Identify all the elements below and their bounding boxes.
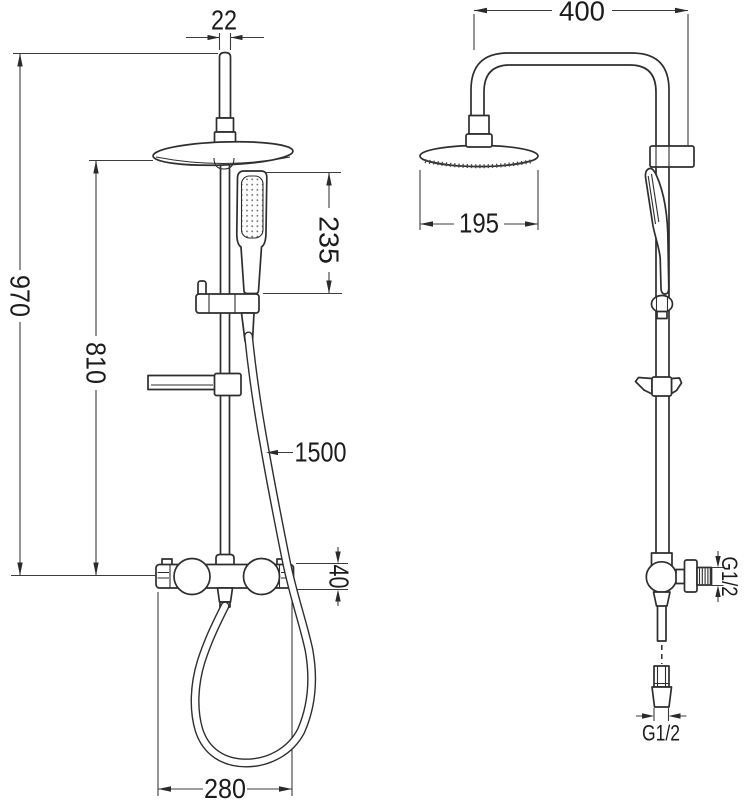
dim-bottom-thread: G1/2 [636, 708, 687, 746]
riser-rod [213, 51, 237, 144]
dim-valve-width-label: 280 [204, 773, 246, 800]
thermostatic-mixer [155, 553, 295, 608]
dim-hose-length-label: 1500 [295, 437, 347, 468]
shower-hose [190, 331, 317, 768]
side-view: 400 195 [419, 0, 742, 746]
mixer-right-knob [242, 557, 281, 596]
soap-dish-side [634, 376, 683, 397]
soap-dish [147, 372, 242, 397]
dim-handset-length: 235 [263, 171, 345, 295]
dim-column-height-label: 810 [81, 342, 112, 384]
dim-overall-height-label: 970 [5, 275, 36, 317]
dim-arm-reach: 400 [473, 0, 689, 145]
dim-valve-width: 280 [157, 592, 293, 800]
hand-shower-spray-face [240, 175, 264, 239]
dim-hose-length: 1500 [266, 437, 347, 468]
front-view: 22 970 810 235 40 [5, 5, 355, 800]
dim-side-thread: G1/2 [711, 551, 742, 602]
bottom-tee-connector [645, 552, 713, 642]
dim-head-diameter-label: 195 [459, 208, 499, 239]
dim-head-diameter: 195 [419, 170, 539, 239]
dim-rod-width: 22 [186, 5, 264, 50]
dim-side-thread-label: G1/2 [717, 557, 742, 597]
rain-shower-head [152, 140, 294, 170]
mixer-left-knob [173, 557, 211, 596]
slider-ring [650, 294, 674, 320]
dim-handset-length-label: 235 [314, 216, 345, 264]
dim-valve-height-label: 40 [324, 565, 355, 589]
dim-valve-height: 40 [296, 547, 355, 606]
hand-shower [235, 170, 268, 295]
nozzle-ticks [424, 159, 534, 169]
dim-overall-height: 970 [5, 52, 218, 577]
shower-rail [219, 163, 231, 555]
hose-tail-fitting [651, 645, 673, 708]
dim-rod-width-label: 22 [211, 5, 237, 36]
dim-arm-reach-label: 400 [559, 0, 605, 27]
hand-shower-side [644, 167, 670, 295]
dim-bottom-thread-label: G1/2 [642, 721, 680, 746]
wall-bracket [649, 145, 695, 168]
slider-bracket [195, 280, 260, 342]
shower-arm-side [470, 52, 670, 554]
rain-shower-head-side [419, 114, 539, 169]
dim-column-height: 810 [81, 159, 153, 576]
